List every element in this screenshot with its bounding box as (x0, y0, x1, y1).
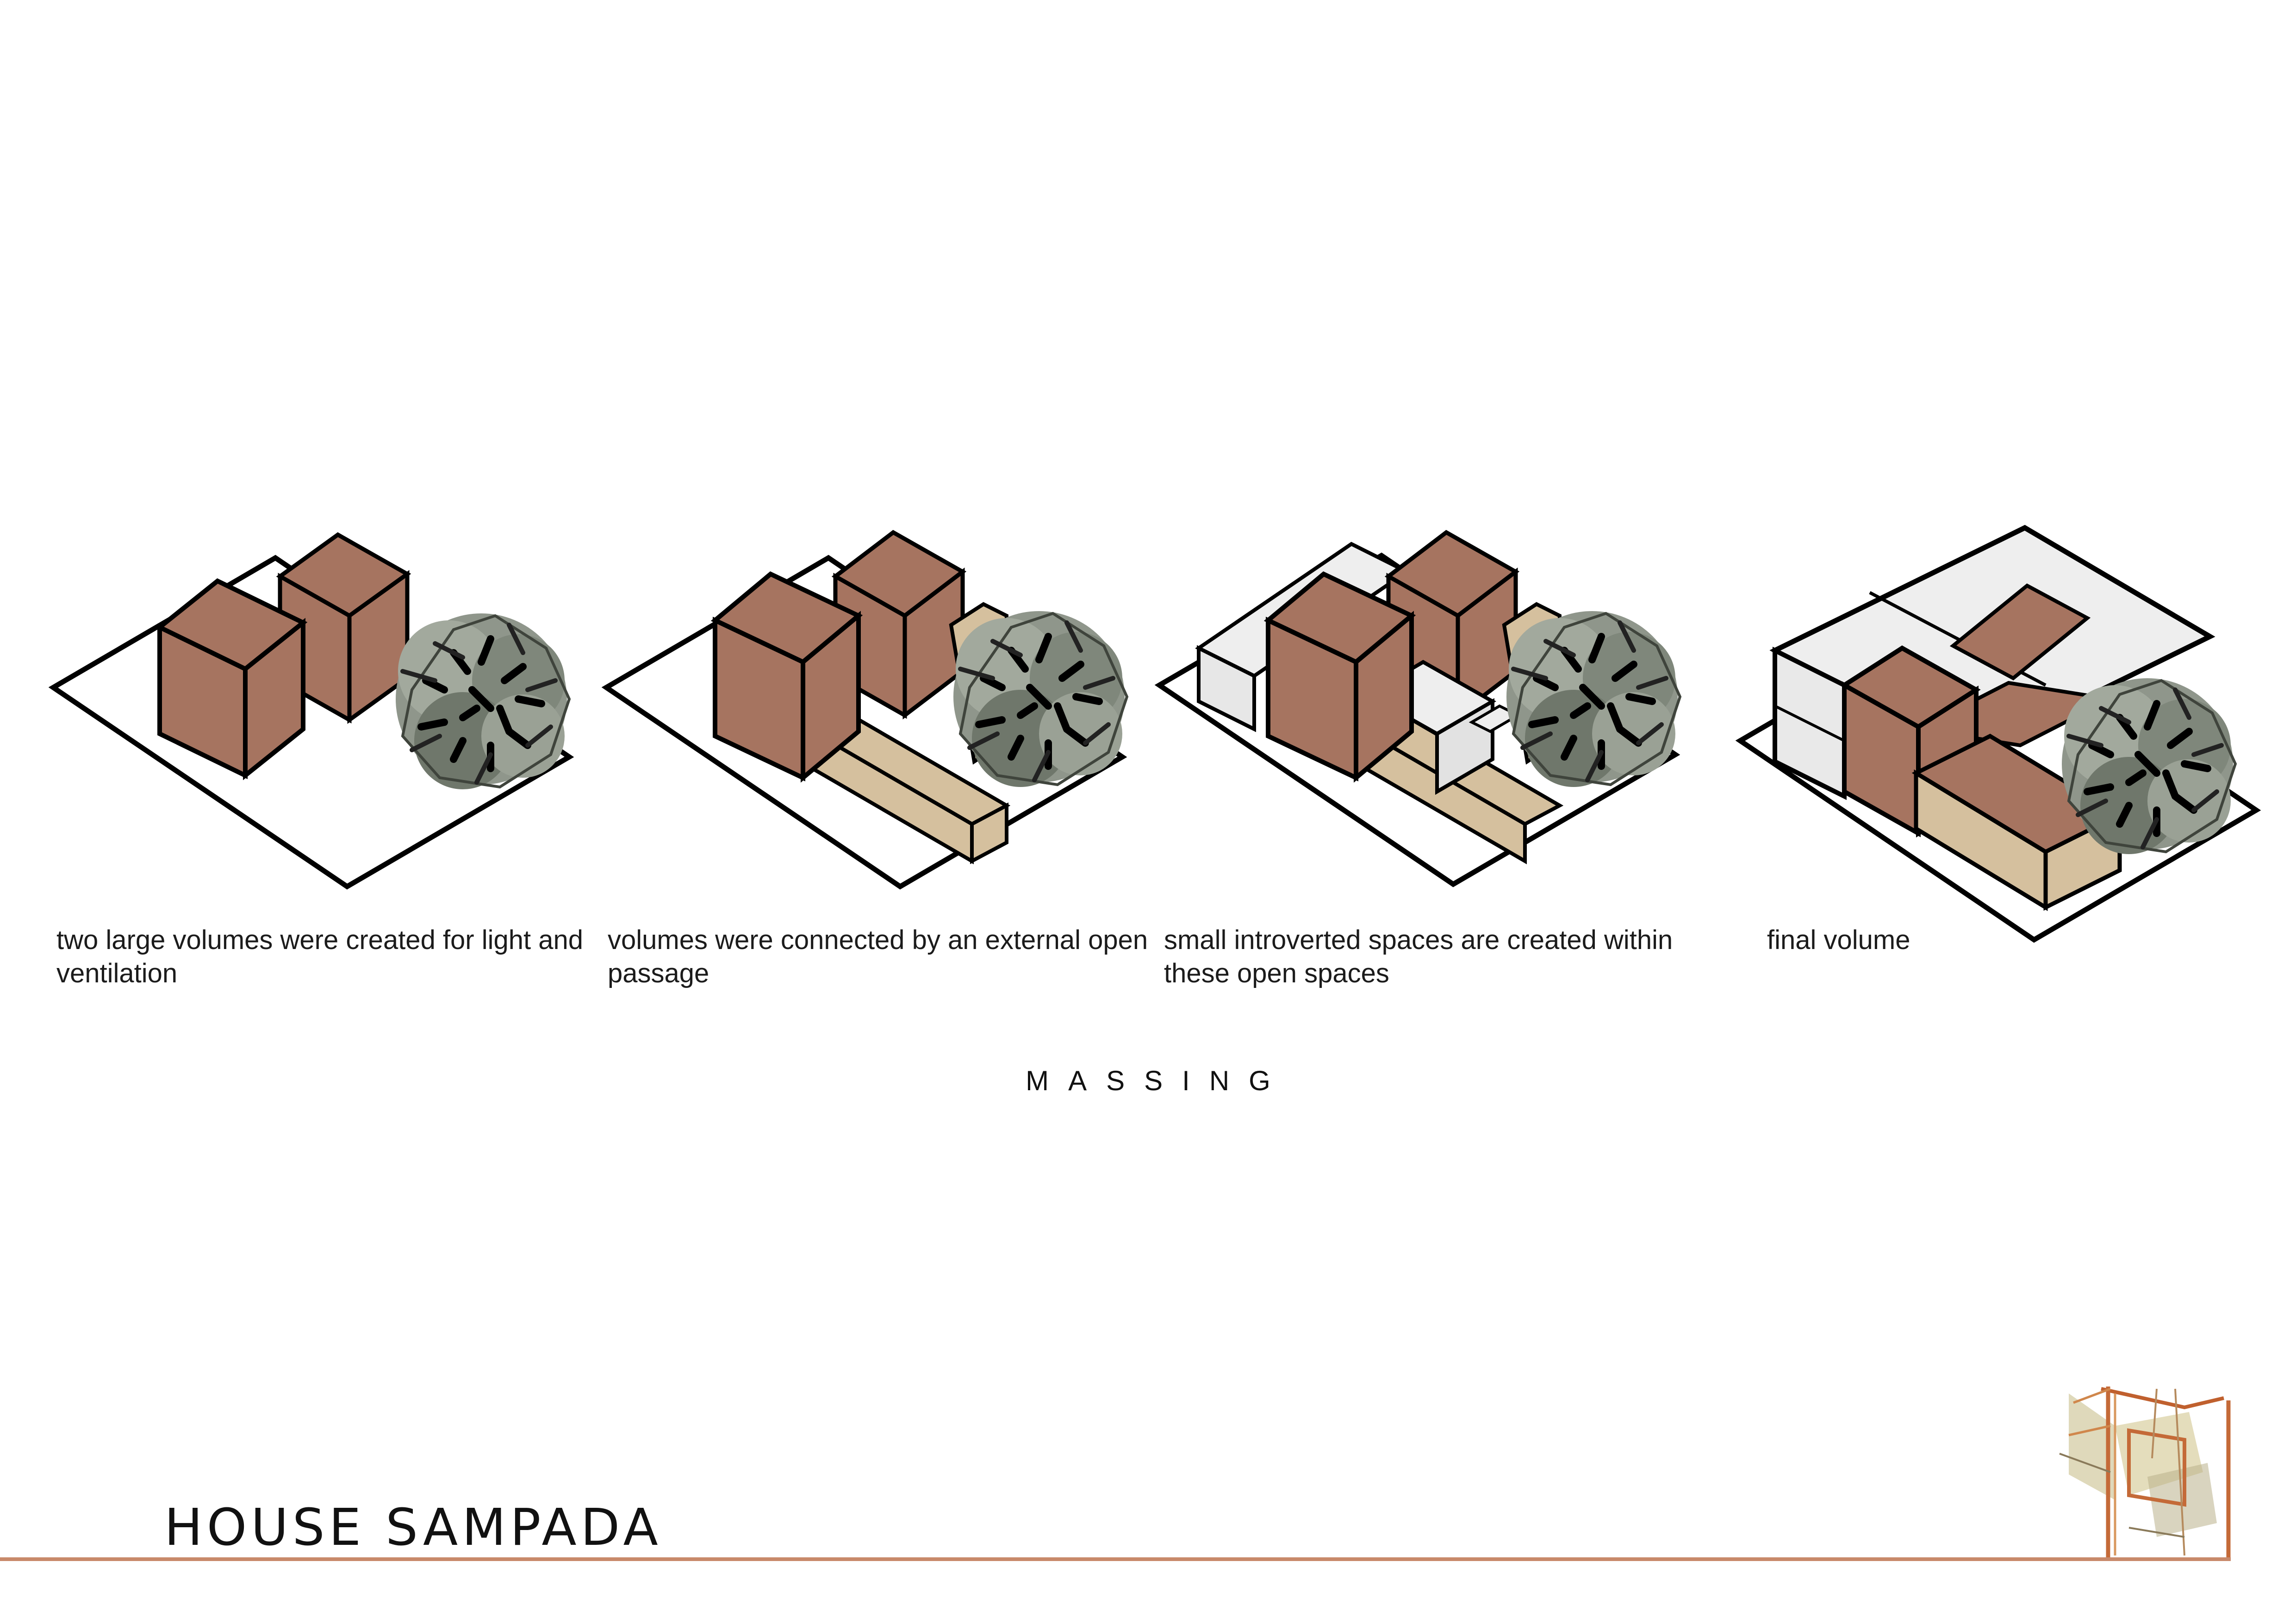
tree-icon (396, 613, 569, 789)
step-1-caption-line-2: ventilation (56, 958, 178, 988)
massing-step-3-diagram (1154, 530, 1680, 887)
section-title: MASSING (1026, 1065, 1290, 1096)
step-2-caption: volumes were connected by an external op… (608, 924, 1148, 990)
step-3-caption-line-2: these open spaces (1164, 958, 1389, 988)
step-1-caption-line-1: two large volumes were created for light… (56, 925, 584, 955)
tree-icon (953, 611, 1127, 787)
house-sketch-icon (2059, 1387, 2231, 1560)
step-2-caption-line-1: volumes were connected by an external op… (608, 925, 1148, 955)
step-3-caption: small introverted spaces are created wit… (1164, 924, 1673, 990)
tree-icon (2062, 678, 2235, 854)
tree-icon (1506, 611, 1680, 787)
massing-step-4-diagram (1735, 525, 2261, 943)
step-2-caption-line-2: passage (608, 958, 709, 988)
step-3-caption-line-1: small introverted spaces are created wit… (1164, 925, 1673, 955)
project-title: HOUSE SAMPADA (164, 1498, 662, 1557)
footer-rule (0, 1557, 2231, 1561)
massing-step-1-diagram (48, 532, 574, 890)
step-4-caption: final volume (1767, 924, 1910, 957)
step-4-caption-line-1: final volume (1767, 925, 1910, 955)
massing-step-2-diagram (601, 530, 1127, 890)
step-1-caption: two large volumes were created for light… (56, 924, 583, 990)
